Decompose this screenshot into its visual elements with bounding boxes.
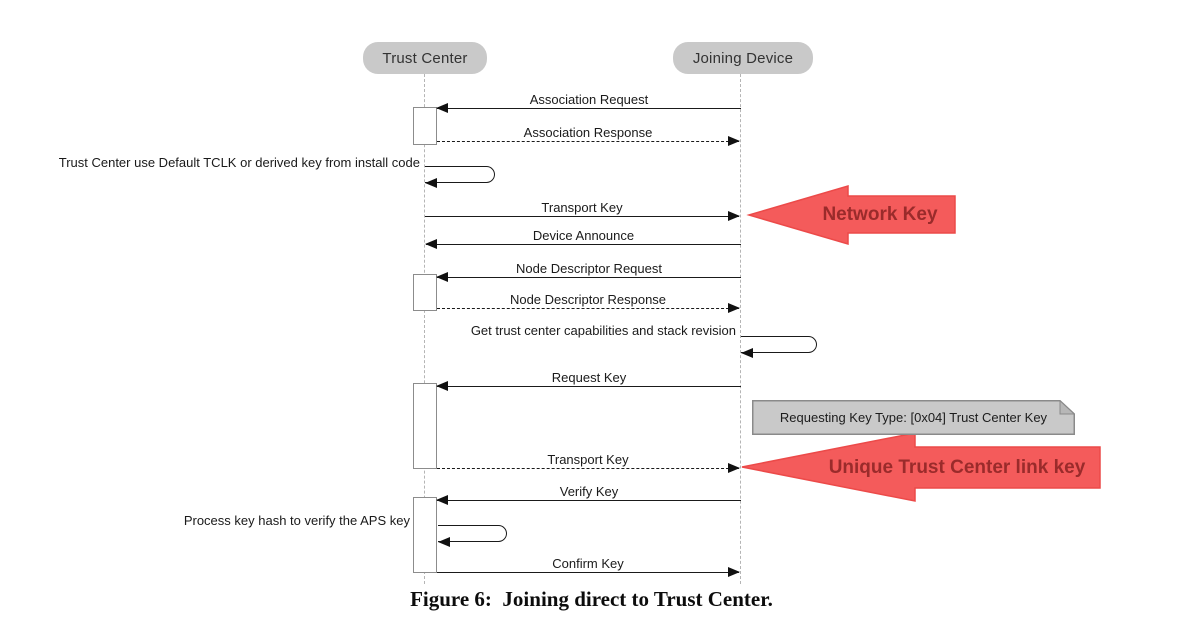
message-label: Association Request xyxy=(529,92,649,107)
actor-joining-device: Joining Device xyxy=(673,42,813,74)
arrowhead-right-icon xyxy=(728,463,740,473)
arrowhead-right-icon xyxy=(728,211,740,221)
note-shape xyxy=(752,399,1076,435)
message-label: Node Descriptor Response xyxy=(509,292,667,307)
message-transport-key-1: Transport Key xyxy=(425,200,740,221)
arrowhead-right-icon xyxy=(728,567,740,577)
activation-request-key xyxy=(413,383,437,469)
self-message-tclk-loop xyxy=(425,166,495,188)
arrowhead-left-icon xyxy=(436,495,448,505)
arrowhead-right-icon xyxy=(728,303,740,313)
message-label: Verify Key xyxy=(559,484,619,499)
arrowhead-left-icon xyxy=(741,348,753,358)
note-text: Requesting Key Type: [0x04] Trust Center… xyxy=(779,410,1048,425)
arrowhead-right-icon xyxy=(728,136,740,146)
self-message-tclk-label: Trust Center use Default TCLK or derived… xyxy=(58,155,420,170)
message-association-response: Association Response xyxy=(437,125,740,146)
unique-tc-link-key-arrow-icon xyxy=(741,432,1101,502)
loop-shape xyxy=(425,166,495,183)
arrowhead-left-icon xyxy=(436,272,448,282)
message-node-descriptor-request: Node Descriptor Request xyxy=(436,261,741,282)
arrowhead-left-icon xyxy=(425,239,437,249)
message-confirm-key: Confirm Key xyxy=(437,556,740,577)
self-message-key-hash-label: Process key hash to verify the APS key xyxy=(183,513,410,528)
message-line xyxy=(437,141,739,142)
note-requesting-key-type: Requesting Key Type: [0x04] Trust Center… xyxy=(752,399,1076,435)
message-line xyxy=(426,244,741,245)
message-label: Confirm Key xyxy=(552,556,624,571)
message-label: Node Descriptor Request xyxy=(516,261,662,276)
message-line xyxy=(437,108,741,109)
message-line xyxy=(437,308,739,309)
lifeline-trust-center xyxy=(424,74,425,584)
actor-trust-center-label: Trust Center xyxy=(382,49,468,67)
loop-shape xyxy=(438,525,507,542)
message-line xyxy=(437,572,739,573)
activation-node-descriptor xyxy=(413,274,437,311)
self-message-key-hash-loop xyxy=(438,525,507,547)
unique-tc-link-key-annotation-label: Unique Trust Center link key xyxy=(828,457,1086,478)
message-device-announce: Device Announce xyxy=(425,228,741,249)
message-label: Device Announce xyxy=(532,228,635,243)
activation-verify-key xyxy=(413,497,437,573)
loop-shape xyxy=(741,336,817,353)
message-line xyxy=(425,216,739,217)
message-node-descriptor-response: Node Descriptor Response xyxy=(437,292,740,313)
arrowhead-left-icon xyxy=(436,103,448,113)
message-label: Request Key xyxy=(551,370,627,385)
message-line xyxy=(437,500,741,501)
message-association-request: Association Request xyxy=(436,92,741,113)
lifeline-joining-device xyxy=(740,74,741,584)
message-verify-key: Verify Key xyxy=(436,484,741,505)
arrowhead-left-icon xyxy=(438,537,450,547)
message-line xyxy=(437,277,741,278)
network-key-arrow-icon xyxy=(746,184,956,246)
arrowhead-left-icon xyxy=(425,178,437,188)
self-message-capabilities-loop xyxy=(741,336,817,358)
self-message-capabilities-label: Get trust center capabilities and stack … xyxy=(470,323,736,338)
message-label: Association Response xyxy=(523,125,653,140)
figure-caption: Figure 6: Joining direct to Trust Center… xyxy=(410,587,773,611)
message-transport-key-2: Transport Key xyxy=(437,452,740,473)
arrowhead-left-icon xyxy=(436,381,448,391)
message-line xyxy=(437,386,741,387)
actor-joining-device-label: Joining Device xyxy=(692,49,794,67)
network-key-annotation-label: Network Key xyxy=(822,204,938,225)
message-label: Transport Key xyxy=(547,452,629,467)
message-request-key: Request Key xyxy=(436,370,741,391)
message-line xyxy=(437,468,739,469)
actor-trust-center: Trust Center xyxy=(363,42,487,74)
message-label: Transport Key xyxy=(541,200,623,215)
activation-association xyxy=(413,107,437,145)
